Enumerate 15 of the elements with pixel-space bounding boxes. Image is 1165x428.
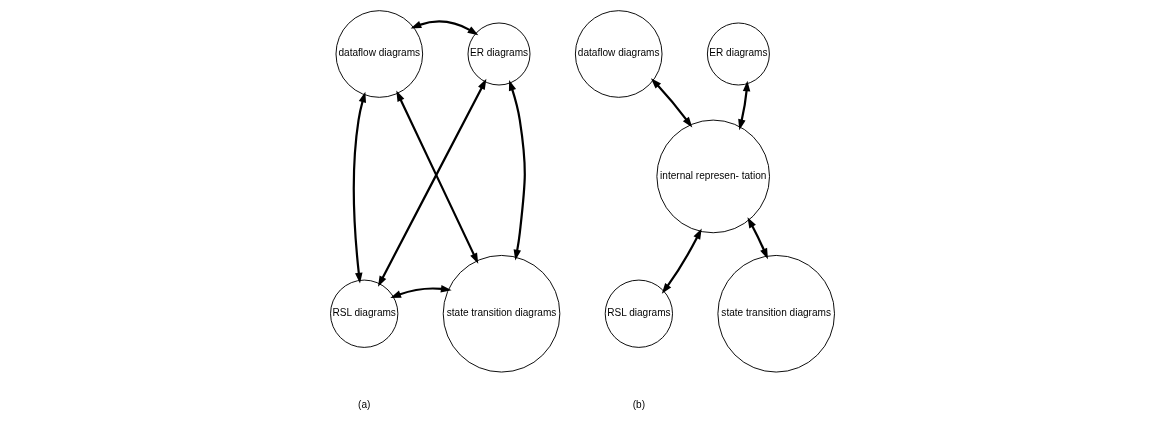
- arrow: [352, 91, 367, 284]
- arrow: [650, 78, 693, 128]
- arrow: [378, 78, 487, 287]
- node-circle: ER diagrams: [706, 22, 770, 86]
- node-circle: state transition diagrams: [717, 254, 835, 373]
- arrow: [508, 80, 526, 261]
- arrow: [738, 80, 751, 131]
- arrow: [396, 90, 479, 264]
- label: (b): [632, 399, 646, 411]
- node-circle: RSL diagrams: [330, 279, 399, 348]
- label: (a): [358, 399, 371, 411]
- arrow: [747, 217, 768, 260]
- arrow: [661, 228, 702, 294]
- arrow: [390, 285, 452, 299]
- arrow: [410, 20, 479, 36]
